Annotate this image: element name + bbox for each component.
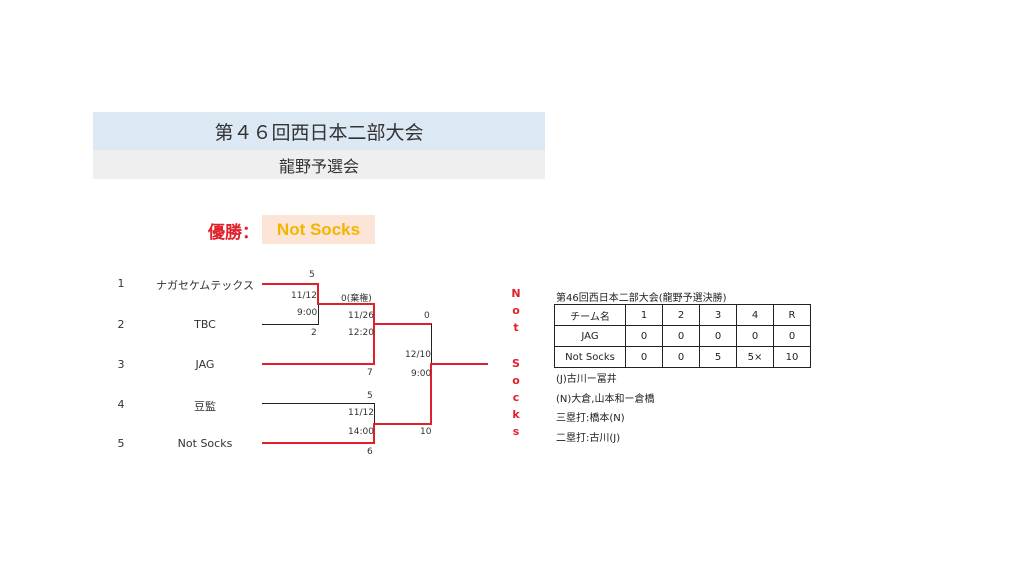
note-pitchers-n: (N)大倉,山本和ー倉橋	[556, 394, 655, 405]
team-4: 豆監	[194, 400, 216, 413]
team-5: Not Socks	[177, 437, 233, 450]
tournament-title: 第４６回西日本二部大会	[93, 112, 545, 150]
m3-date: 11/12	[348, 408, 374, 418]
seed-5: 5	[117, 437, 125, 450]
row2-inning-4: 5×	[736, 346, 774, 368]
winner-char-9: s	[512, 425, 520, 438]
bracket-line-team5	[262, 442, 375, 444]
seed-2: 2	[117, 318, 125, 331]
winner-char-6: o	[512, 374, 520, 387]
header-team: チーム名	[554, 304, 626, 326]
note-double: 二塁打:古川(J)	[556, 433, 621, 444]
winner-char-7: c	[512, 391, 520, 404]
row2-inning-3: 5	[699, 346, 737, 368]
bracket-line-m1-upper	[317, 283, 319, 304]
header-inning-2: 2	[662, 304, 700, 326]
champion-label: 優勝：	[208, 223, 259, 243]
header-runs: R	[773, 304, 811, 326]
m1-date: 11/12	[291, 291, 317, 301]
header-inning-1: 1	[625, 304, 663, 326]
row1-team: JAG	[554, 325, 626, 347]
m2-top-score: 0(棄権)	[341, 294, 372, 304]
row2-runs: 10	[773, 346, 811, 368]
bracket-line-m1-out	[317, 303, 375, 305]
row2-inning-1: 0	[625, 346, 663, 368]
bracket-line-team2	[262, 324, 319, 325]
winner-char-3: t	[513, 321, 519, 334]
result-title: 第46回西日本二部大会(龍野予選決勝)	[556, 293, 727, 304]
bracket-line-team1	[262, 283, 319, 285]
row1-runs: 0	[773, 325, 811, 347]
bracket-line-m1-lower	[318, 304, 319, 325]
team-1: ナガセケムテックス	[156, 279, 254, 292]
seed-3: 3	[117, 358, 125, 371]
header-inning-3: 3	[699, 304, 737, 326]
team-3: JAG	[195, 358, 215, 371]
team-2: TBC	[194, 318, 216, 331]
score-row: Not Socks 0 0 5 5× 10	[554, 346, 811, 368]
seed-1: 1	[117, 277, 125, 290]
m2-time: 12:20	[348, 328, 374, 338]
bracket-line-final-upper	[431, 324, 432, 364]
bracket-line-final-out	[430, 363, 488, 365]
note-triple: 三塁打:橋本(N)	[556, 413, 625, 424]
bracket-line-m3-upper	[374, 403, 375, 424]
m1-time: 9:00	[297, 308, 318, 318]
m3-top-score: 5	[367, 391, 373, 401]
header-inning-4: 4	[736, 304, 774, 326]
tournament-subtitle: 龍野予選会	[93, 150, 545, 179]
score-header-row: チーム名 1 2 3 4 R	[554, 304, 811, 326]
bracket-line-m3-lower	[373, 423, 375, 444]
winner-char-8: k	[512, 408, 520, 421]
bracket-line-team3	[262, 363, 375, 365]
final-top-score: 0	[424, 311, 430, 321]
winner-char-1: N	[511, 287, 521, 300]
row1-inning-4: 0	[736, 325, 774, 347]
bracket-line-final-lower	[430, 363, 432, 425]
m1-bottom-score: 2	[311, 328, 317, 338]
score-table: チーム名 1 2 3 4 R JAG 0 0 0 0 0 Not Socks 0…	[554, 304, 811, 368]
m2-date: 11/26	[348, 311, 374, 321]
final-time: 9:00	[411, 369, 432, 379]
m2-bottom-score: 7	[367, 368, 373, 378]
row2-team: Not Socks	[554, 346, 626, 368]
row1-inning-1: 0	[625, 325, 663, 347]
m1-top-score: 5	[309, 270, 315, 280]
score-row: JAG 0 0 0 0 0	[554, 325, 811, 347]
bracket-line-m2-out	[373, 323, 432, 325]
seed-4: 4	[117, 398, 125, 411]
final-bottom-score: 10	[420, 427, 432, 437]
bracket-line-team4	[262, 403, 375, 404]
champion-team: Not Socks	[262, 215, 375, 244]
winner-char-5: S	[512, 357, 520, 370]
winner-char-2: o	[512, 304, 520, 317]
row2-inning-2: 0	[662, 346, 700, 368]
bracket-line-m2-vert	[373, 303, 375, 365]
row1-inning-3: 0	[699, 325, 737, 347]
bracket-line-m3-out	[373, 423, 432, 425]
m3-bottom-score: 6	[367, 447, 373, 457]
row1-inning-2: 0	[662, 325, 700, 347]
final-date: 12/10	[405, 350, 431, 360]
m3-time: 14:00	[348, 427, 374, 437]
note-pitchers-j: (J)古川ー冨井	[556, 374, 617, 385]
